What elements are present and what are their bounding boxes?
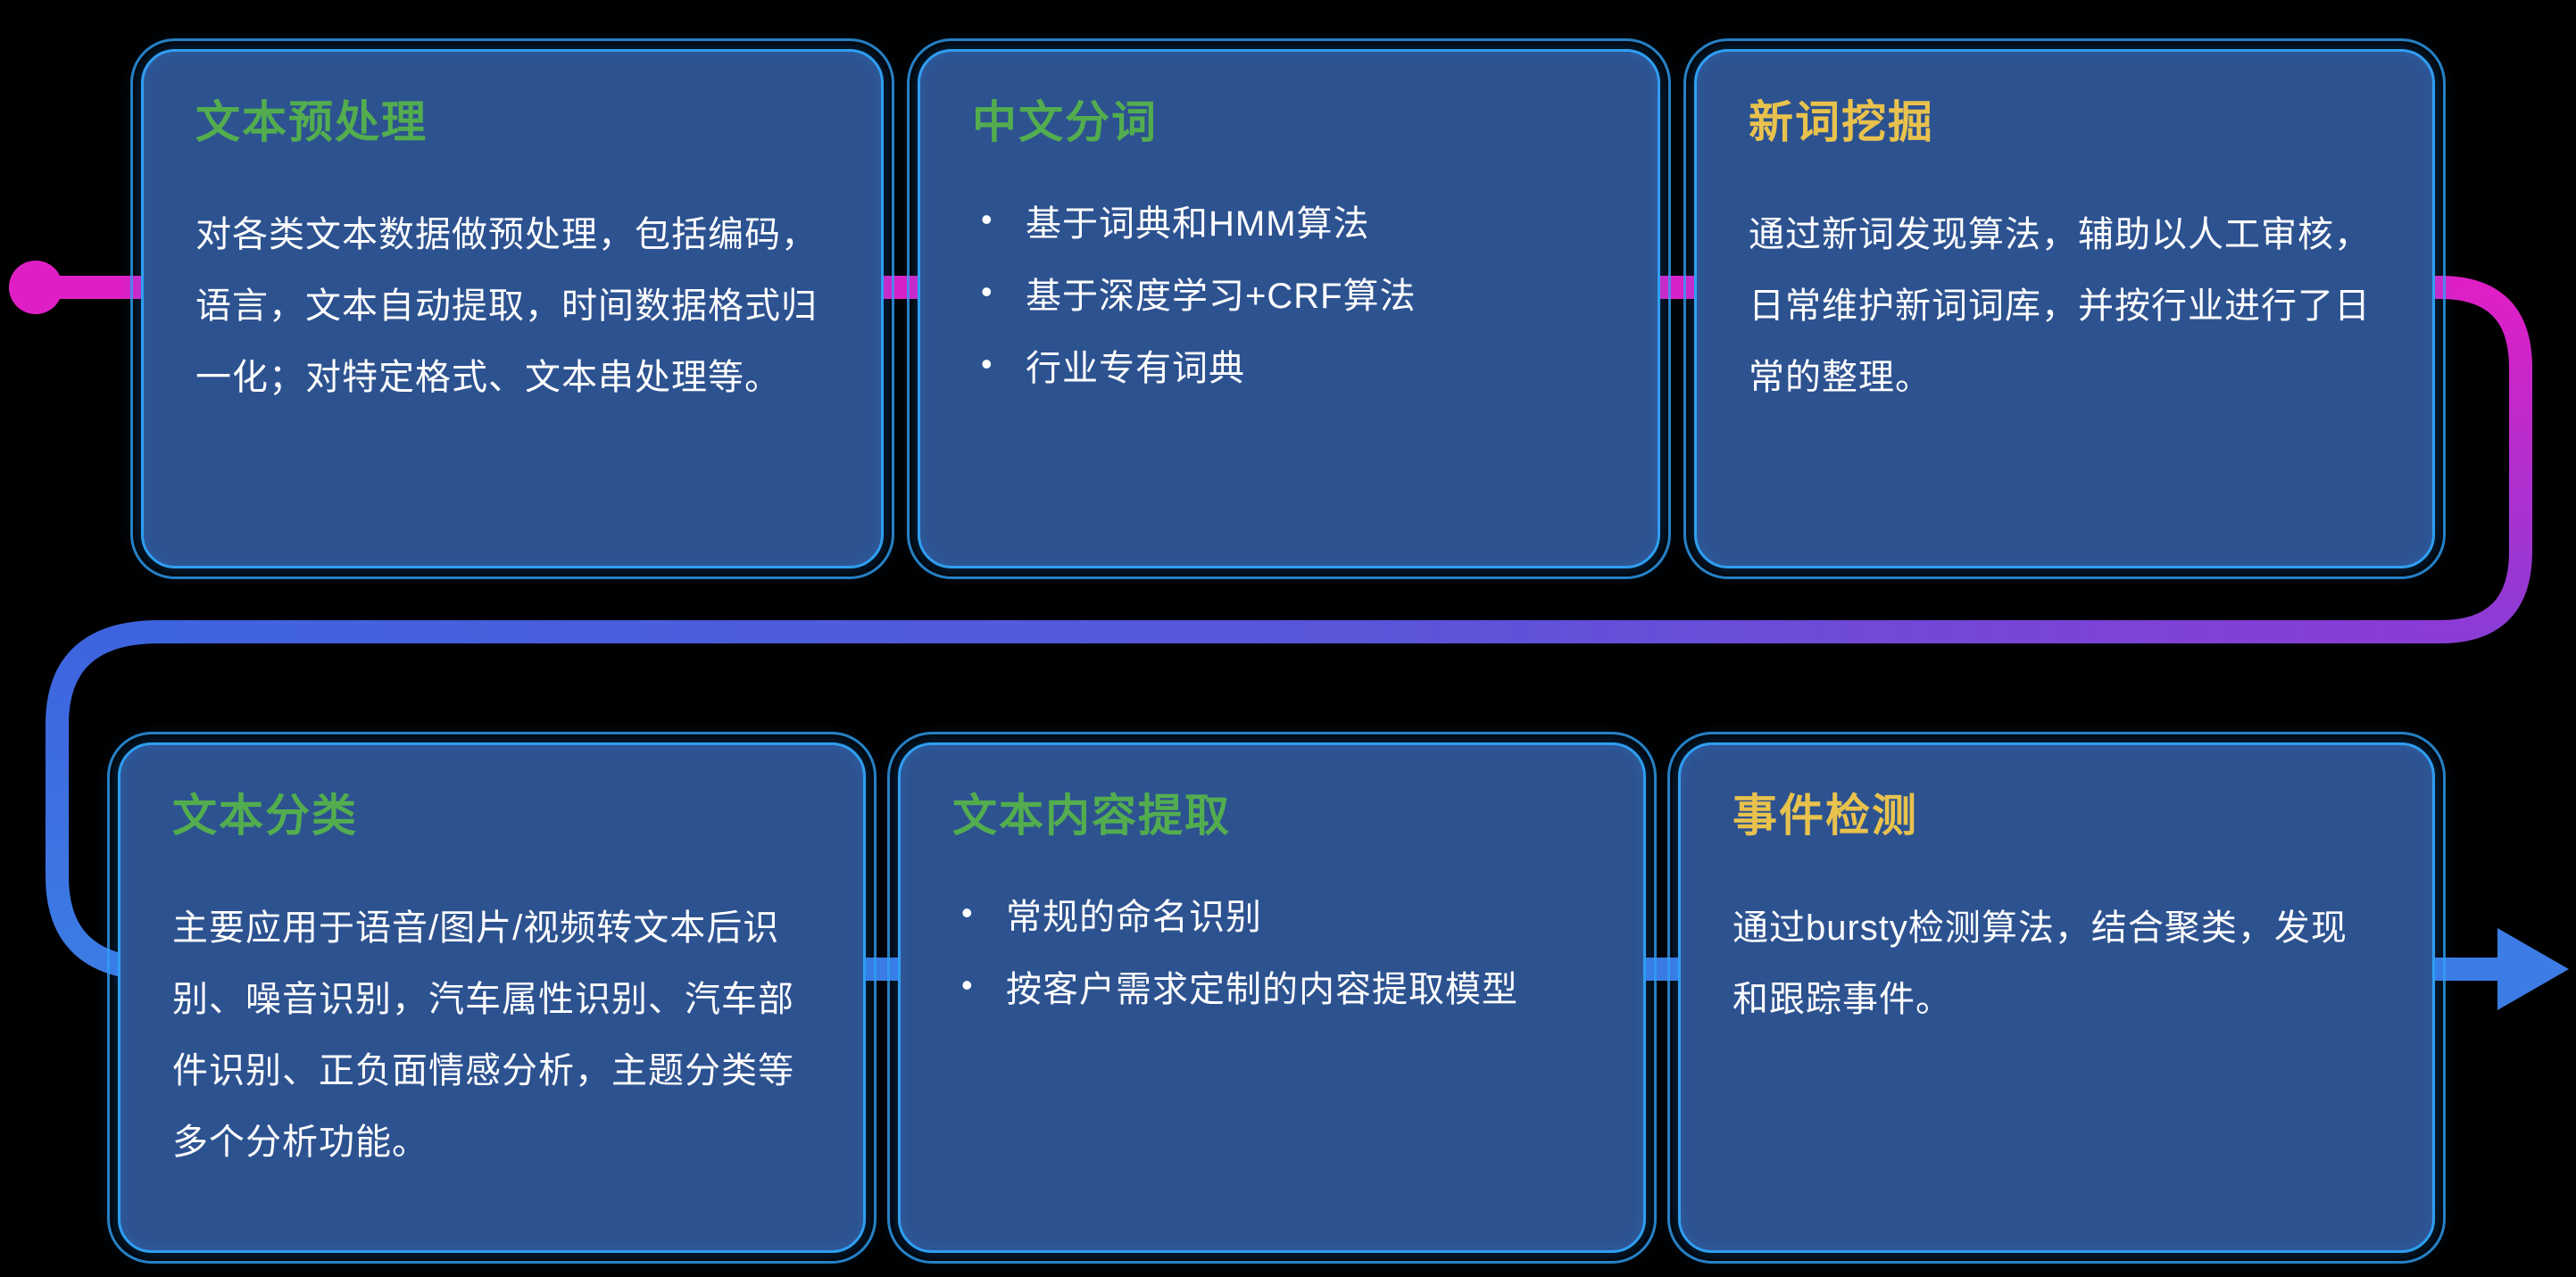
card-chinese-word-segmentation: 中文分词 基于词典和HMM算法 基于深度学习+CRF算法 行业专有词典 — [907, 38, 1671, 579]
bullet-item: 按客户需求定制的内容提取模型 — [952, 963, 1591, 1015]
card-body: 通过bursty检测算法，结合聚类，发现和跟踪事件。 — [1733, 908, 2347, 1019]
bullet-item: 基于深度学习+CRF算法 — [972, 269, 1606, 321]
card-title: 事件检测 — [1733, 791, 1918, 841]
card-body: 主要应用于语音/图片/视频转文本后识别、噪音识别，汽车属性识别、汽车部件识别、正… — [172, 908, 794, 1162]
card-text-classification: 文本分类 主要应用于语音/图片/视频转文本后识别、噪音识别，汽车属性识别、汽车部… — [107, 732, 877, 1264]
card-new-word-mining: 新词挖掘 通过新词发现算法，辅助以人工审核，日常维护新词词库，并按行业进行了日常… — [1683, 38, 2446, 579]
card-title: 新词挖掘 — [1749, 97, 1934, 147]
card-bullet-list: 常规的命名识别 按客户需求定制的内容提取模型 — [952, 891, 1591, 1015]
flow-arrow-icon — [2497, 928, 2569, 1010]
card-body: 通过新词发现算法，辅助以人工审核，日常维护新词词库，并按行业进行了日常的整理。 — [1749, 215, 2371, 397]
bullet-item: 基于词典和HMM算法 — [972, 197, 1606, 249]
card-event-detection: 事件检测 通过bursty检测算法，结合聚类，发现和跟踪事件。 — [1667, 732, 2446, 1264]
card-title: 中文分词 — [972, 97, 1158, 147]
card-title: 文本内容提取 — [952, 791, 1231, 841]
card-text-content-extraction: 文本内容提取 常规的命名识别 按客户需求定制的内容提取模型 — [887, 732, 1657, 1264]
bullet-item: 行业专有词典 — [972, 342, 1606, 394]
card-body: 对各类文本数据做预处理，包括编码，语言，文本自动提取，时间数据格式归一化；对特定… — [195, 215, 818, 397]
bullet-item: 常规的命名识别 — [952, 891, 1591, 942]
flow-curve-right — [2410, 276, 2532, 643]
card-title: 文本分类 — [172, 791, 358, 841]
flow-curve-left — [46, 620, 171, 981]
card-text-preprocessing: 文本预处理 对各类文本数据做预处理，包括编码，语言，文本自动提取，时间数据格式归… — [130, 38, 894, 579]
card-title: 文本预处理 — [195, 97, 428, 147]
card-bullet-list: 基于词典和HMM算法 基于深度学习+CRF算法 行业专有词典 — [972, 197, 1606, 394]
